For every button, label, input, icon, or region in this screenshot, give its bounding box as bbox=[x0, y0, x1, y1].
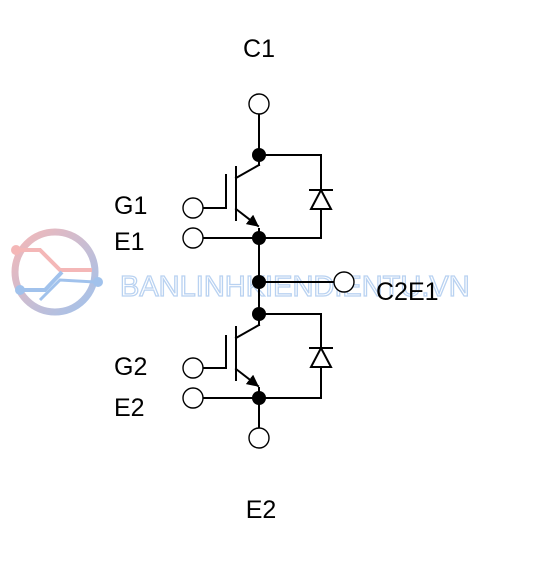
terminal-c1 bbox=[248, 93, 270, 115]
junction-dots bbox=[252, 148, 266, 405]
terminal-e2-side bbox=[182, 387, 204, 409]
terminal-e1 bbox=[182, 227, 204, 249]
junction-dot bbox=[252, 231, 266, 245]
junction-dot bbox=[252, 391, 266, 405]
label-g1: G1 bbox=[114, 192, 147, 220]
label-e2-bottom: E2 bbox=[246, 496, 277, 524]
label-c2e1: C2E1 bbox=[376, 278, 439, 306]
junction-dot bbox=[252, 148, 266, 162]
diode-d1 bbox=[258, 154, 333, 239]
terminal-g1 bbox=[182, 197, 204, 219]
label-c1: C1 bbox=[243, 35, 275, 63]
label-e1: E1 bbox=[114, 228, 145, 256]
igbt-q2 bbox=[203, 323, 261, 388]
junction-dot bbox=[252, 307, 266, 321]
terminal-c2e1 bbox=[333, 271, 355, 293]
igbt-q1 bbox=[203, 163, 261, 228]
watermark-text: BANLINHKIENDIENTU.VN bbox=[120, 271, 470, 303]
circuit-logo-icon bbox=[11, 228, 103, 316]
junction-dot bbox=[252, 275, 266, 289]
terminal-e2-bottom bbox=[248, 427, 270, 449]
watermark: BANLINHKIENDIENTU.VN bbox=[11, 228, 470, 316]
diode-d2 bbox=[258, 313, 333, 399]
label-g2: G2 bbox=[114, 353, 147, 381]
label-e2-side: E2 bbox=[114, 394, 145, 422]
terminal-g2 bbox=[182, 357, 204, 379]
